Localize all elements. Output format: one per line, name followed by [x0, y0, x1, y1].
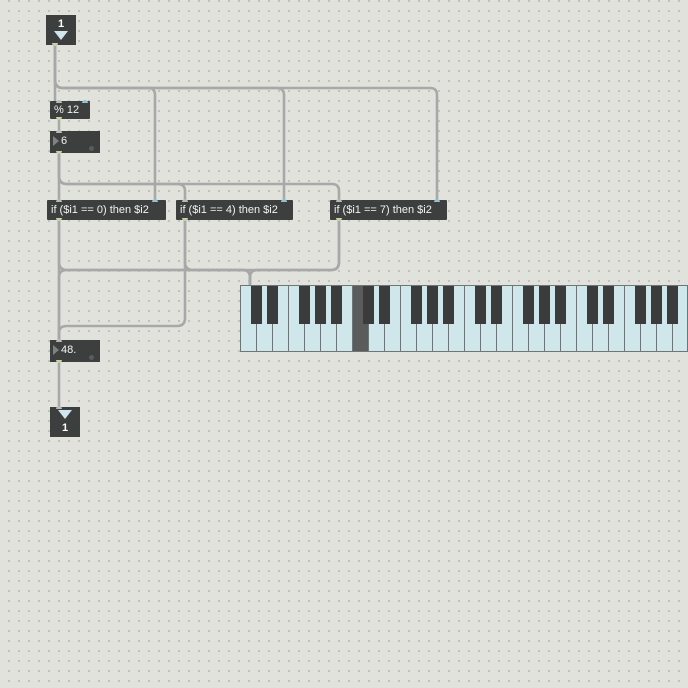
piano-keyboard[interactable] [240, 285, 688, 352]
if-object-0-left-inlet[interactable] [56, 199, 62, 202]
number-dot-icon [89, 355, 94, 360]
cord-inlet-to-if3-right [53, 42, 439, 201]
black-key[interactable] [635, 286, 646, 324]
black-key[interactable] [523, 286, 534, 324]
cord-if3-to-keyboard [248, 218, 341, 287]
white-key-e[interactable] [497, 286, 513, 351]
if-object-4-left-inlet[interactable] [182, 199, 188, 202]
modulo-outlet[interactable] [56, 117, 62, 120]
black-key[interactable] [427, 286, 438, 324]
outlet-number: 1 [61, 422, 69, 434]
black-key[interactable] [299, 286, 310, 324]
if-object-4-outlet[interactable] [182, 218, 188, 221]
black-key[interactable] [587, 286, 598, 324]
result-number-box[interactable]: 48. [50, 339, 100, 363]
inlet-arrow-icon [54, 31, 68, 40]
black-key[interactable] [411, 286, 422, 324]
pitch-class-number-box[interactable]: 6 [50, 130, 100, 154]
cord-if1-to-keyboard [57, 218, 252, 287]
white-key-b[interactable] [449, 286, 465, 351]
black-key[interactable] [539, 286, 550, 324]
outlet-object[interactable]: 1 [50, 406, 80, 437]
white-key-e[interactable] [385, 286, 401, 351]
black-key[interactable] [379, 286, 390, 324]
outlet-arrow-icon [58, 410, 72, 419]
white-key-e[interactable] [273, 286, 289, 351]
cord-inlet-to-if2-right [53, 42, 286, 201]
white-key-b[interactable] [337, 286, 353, 351]
black-key[interactable] [603, 286, 614, 324]
white-key-e[interactable] [609, 286, 625, 351]
number-outlet[interactable] [56, 151, 62, 154]
cord-if2-to-result [57, 218, 187, 342]
black-key[interactable] [491, 286, 502, 324]
if-object-0[interactable]: if ($i1 == 0) then $i2 [47, 199, 166, 221]
pitch-class-value: 6 [61, 135, 68, 147]
number-inlet[interactable] [56, 130, 62, 133]
number-dot-icon [89, 146, 94, 151]
black-key[interactable] [667, 286, 678, 324]
black-key[interactable] [475, 286, 486, 324]
black-key[interactable] [267, 286, 278, 324]
result-number-outlet[interactable] [56, 360, 62, 363]
black-key[interactable] [251, 286, 262, 324]
number-triangle-icon [53, 136, 59, 146]
result-value: 48. [61, 344, 77, 356]
black-key[interactable] [555, 286, 566, 324]
black-key[interactable] [443, 286, 454, 324]
if-object-4-label: if ($i1 == 4) then $i2 [180, 204, 278, 216]
inlet-number: 1 [57, 18, 65, 30]
modulo-object[interactable]: % 12 [50, 100, 90, 120]
if-object-7-left-inlet[interactable] [336, 199, 342, 202]
number-triangle-icon [53, 345, 59, 355]
inlet-outlet-port[interactable] [52, 43, 58, 46]
inlet-object[interactable]: 1 [46, 15, 76, 46]
black-key[interactable] [331, 286, 342, 324]
outlet-inlet-port[interactable] [56, 406, 62, 409]
cord-inlet-to-if1-right [53, 42, 157, 201]
black-key[interactable] [651, 286, 662, 324]
if-object-4[interactable]: if ($i1 == 4) then $i2 [176, 199, 293, 221]
modulo-left-inlet[interactable] [56, 100, 62, 103]
cord-number-to-if2 [57, 150, 187, 201]
white-key-b[interactable] [561, 286, 577, 351]
if-object-0-right-inlet[interactable] [152, 199, 158, 202]
if-object-7-label: if ($i1 == 7) then $i2 [334, 204, 432, 216]
if-object-7[interactable]: if ($i1 == 7) then $i2 [330, 199, 447, 221]
black-key[interactable] [315, 286, 326, 324]
black-key[interactable] [363, 286, 374, 324]
cord-number-to-if3 [57, 150, 341, 201]
cord-if2-to-keyboard [183, 218, 252, 287]
if-object-0-label: if ($i1 == 0) then $i2 [51, 204, 149, 216]
if-object-7-outlet[interactable] [336, 218, 342, 221]
modulo-right-inlet[interactable] [82, 100, 88, 103]
if-object-4-right-inlet[interactable] [281, 199, 287, 202]
modulo-label: % 12 [54, 104, 80, 116]
result-number-inlet[interactable] [56, 339, 62, 342]
if-object-7-right-inlet[interactable] [434, 199, 440, 202]
if-object-0-outlet[interactable] [56, 218, 62, 221]
